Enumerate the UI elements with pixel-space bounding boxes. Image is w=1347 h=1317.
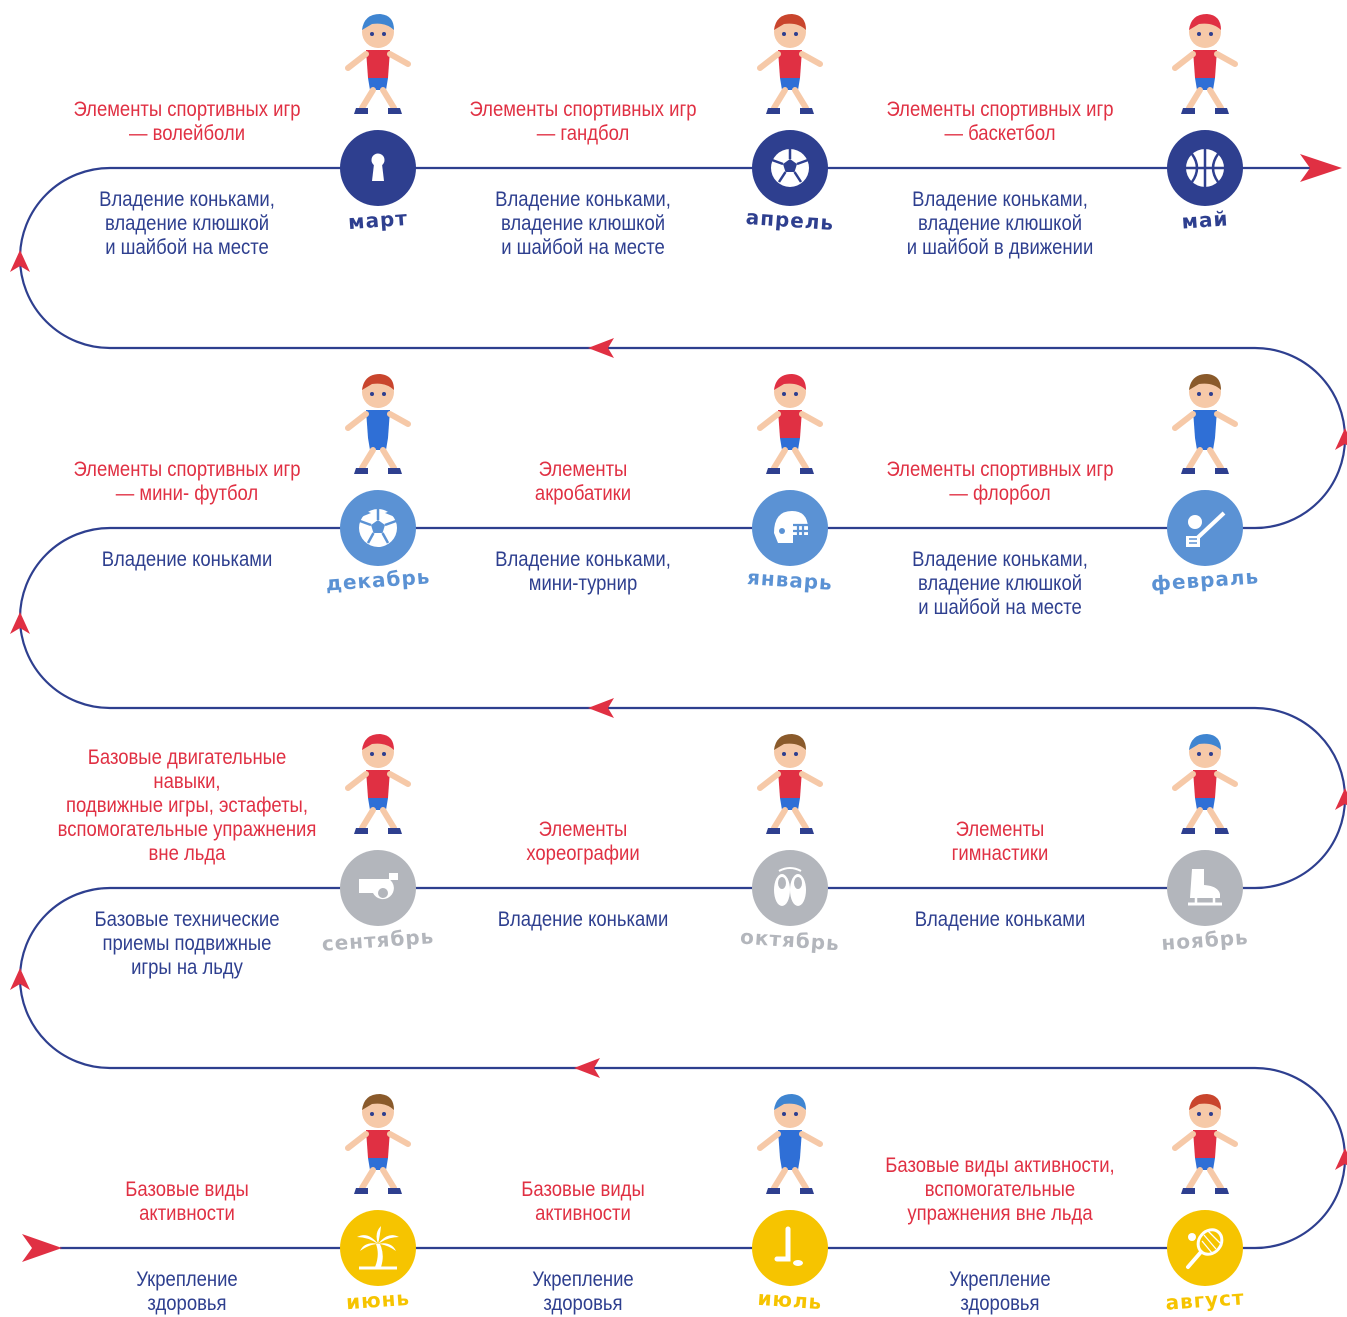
activity-office-text: Элементы акробатики — [534, 458, 632, 505]
activity-ice-text: Владение коньками, владение клюшкой и ша… — [906, 188, 1094, 259]
keyhole-icon — [371, 153, 385, 181]
activity-office-text: Элементы гимнастики — [951, 818, 1049, 865]
activity-office-text: Элементы хореографии — [526, 818, 640, 865]
whistle-icon — [359, 873, 398, 900]
start-arrow — [22, 1234, 62, 1262]
month-circle-0 — [340, 130, 416, 206]
month-circle-2 — [1167, 490, 1243, 566]
activity-ice-text: Владение коньками — [914, 908, 1086, 931]
activity-office-text: Базовые виды активности — [125, 1178, 249, 1225]
activity-ice-text: Владение коньками — [497, 908, 669, 931]
hockey-kid-with-trophy — [757, 374, 823, 474]
hockey-kid-skating — [1172, 14, 1238, 114]
month-circle-1 — [752, 490, 828, 566]
direction-arrow — [588, 698, 614, 718]
activity-ice-text: Владение коньками, мини-турнир — [495, 548, 671, 595]
palm-tree-icon — [357, 1226, 399, 1270]
month-circle-2 — [1167, 130, 1243, 206]
tennis-racket-icon — [1186, 1228, 1224, 1269]
activity-office-text: Элементы спортивных игр — флорбол — [886, 458, 1114, 505]
direction-arrow — [574, 1058, 600, 1078]
floorball-icon — [1186, 511, 1226, 547]
activity-office-text: Элементы спортивных игр — мини- футбол — [73, 458, 301, 505]
activity-ice-text: Владение коньками, владение клюшкой и ша… — [495, 188, 671, 259]
kid-waving — [1172, 1094, 1238, 1194]
month-circle-0 — [340, 1210, 416, 1286]
kid-dancing — [757, 734, 823, 834]
activity-ice-text: Владение коньками, владение клюшкой и ша… — [99, 188, 275, 259]
basketball-icon — [1186, 149, 1224, 187]
activity-office-text: Базовые двигательные навыки, подвижные и… — [57, 746, 317, 865]
month-circle-1 — [752, 130, 828, 206]
ballet-shoes-icon — [774, 867, 806, 906]
activity-ice-text: Укрепление здоровья — [136, 1268, 238, 1315]
activity-ice-text: Укрепление здоровья — [949, 1268, 1051, 1315]
month-circle-2 — [1167, 850, 1243, 926]
hockey-kid-with-stick — [1172, 734, 1238, 834]
activity-ice-text: Укрепление здоровья — [532, 1268, 634, 1315]
ice-skate-icon — [1188, 869, 1222, 906]
activity-ice-text: Владение коньками — [101, 548, 273, 571]
hockey-sticks-icon — [774, 1226, 803, 1266]
hockey-kid-running — [345, 14, 411, 114]
direction-arrow — [1335, 1148, 1347, 1170]
direction-arrow — [1335, 428, 1347, 450]
month-circle-1 — [752, 850, 828, 926]
activity-office-text: Базовые виды активности — [521, 1178, 645, 1225]
activity-office-text: Элементы спортивных игр — баскетбол — [886, 98, 1114, 145]
kid-kicking-ball — [345, 374, 411, 474]
month-circle-0 — [340, 850, 416, 926]
kids-tug-of-war — [757, 1094, 823, 1194]
month-circle-2 — [1167, 1210, 1243, 1286]
direction-arrow — [10, 968, 30, 990]
activity-office-text: Элементы спортивных игр — волейболи — [73, 98, 301, 145]
month-circle-1 — [752, 1210, 828, 1286]
month-circle-0 — [340, 490, 416, 566]
hockey-kid-standing — [345, 734, 411, 834]
activity-ice-text: Владение коньками, владение клюшкой и ша… — [912, 548, 1088, 619]
activity-ice-text: Базовые технические приемы подвижные игр… — [94, 908, 280, 979]
activity-office-text: Элементы спортивных игр — гандбол — [469, 98, 697, 145]
hockey-helmet-icon — [774, 511, 809, 543]
activity-office-text: Базовые виды активности, вспомогательные… — [885, 1154, 1115, 1225]
end-arrow — [1300, 154, 1342, 182]
direction-arrow — [10, 612, 30, 634]
kid-running — [1172, 374, 1238, 474]
direction-arrow — [1335, 788, 1347, 810]
handball-icon — [771, 149, 809, 187]
two-kids-running — [757, 14, 823, 114]
kid-walking — [345, 1094, 411, 1194]
direction-arrow — [588, 338, 614, 358]
serpentine-line — [18, 166, 1347, 1250]
soccer-ball-icon — [359, 509, 397, 547]
direction-arrow — [10, 250, 30, 272]
